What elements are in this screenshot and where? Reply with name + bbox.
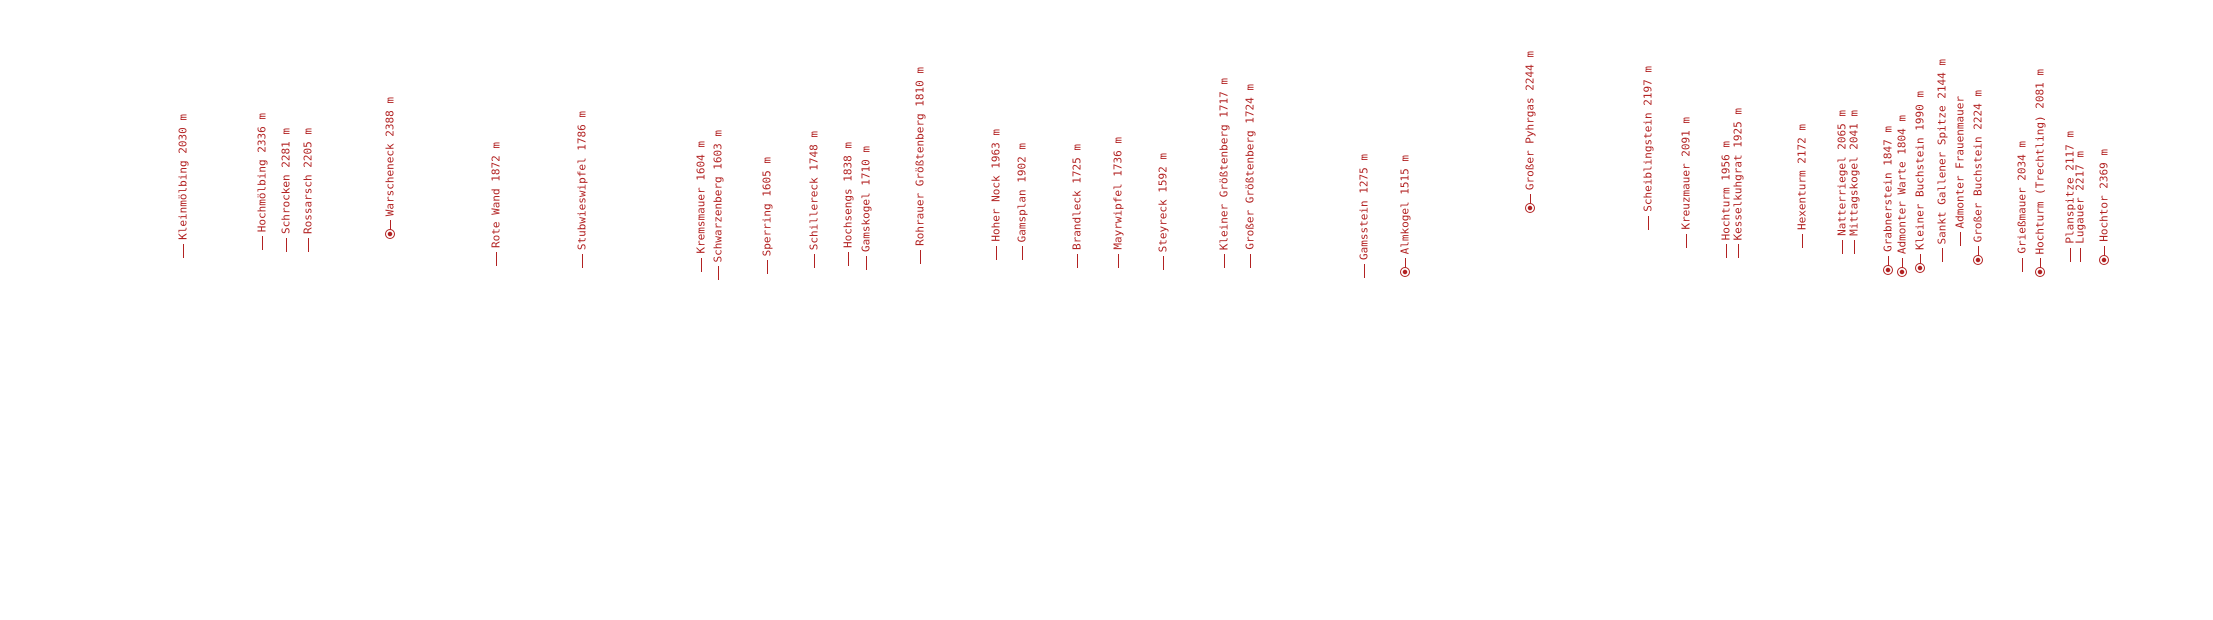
peak-label: Rohrauer Größtenberg 1810 m bbox=[913, 67, 927, 246]
peak-label: Almkogel 1515 m bbox=[1398, 154, 1412, 254]
peak-label: Grießmauer 2034 m bbox=[2015, 141, 2029, 254]
leader-line bbox=[847, 252, 849, 266]
peak-label: Rossarsch 2205 m bbox=[301, 128, 315, 234]
peak-label: Hexenturm 2172 m bbox=[1795, 124, 1809, 230]
peak-label: Kleinmölbing 2030 m bbox=[176, 114, 190, 240]
leader-line bbox=[1901, 258, 1903, 272]
peak-label: Hochturm 1956 m bbox=[1719, 140, 1733, 240]
peak-label: Hoher Nock 1963 m bbox=[989, 129, 1003, 242]
peak-label: Stubwieswipfel 1786 m bbox=[575, 110, 589, 250]
summit-circle-icon bbox=[1883, 265, 1893, 275]
summit-circle-icon bbox=[1525, 203, 1535, 213]
peak-label: Kreuzmauer 2091 m bbox=[1679, 117, 1693, 230]
leader-line bbox=[2103, 246, 2105, 260]
peak-label: Gamsstein 1275 m bbox=[1357, 154, 1371, 260]
leader-line bbox=[1162, 256, 1164, 270]
peak-label: Admonter Warte 1804 m bbox=[1895, 114, 1909, 254]
leader-line bbox=[1021, 246, 1023, 260]
peak-label: Hochturm (Trechtling) 2081 m bbox=[2033, 68, 2047, 254]
peak-label: Gamskogel 1710 m bbox=[859, 146, 873, 252]
summit-circle-icon bbox=[2035, 267, 2045, 277]
leader-line bbox=[1801, 234, 1803, 248]
leader-line bbox=[2079, 248, 2081, 262]
peak-label: Sankt Gallener Spitze 2144 m bbox=[1935, 58, 1949, 244]
peak-label: Kesselkuhgrat 1925 m bbox=[1731, 107, 1745, 240]
peak-label: Natterriegel 2065 m bbox=[1835, 110, 1849, 236]
peak-label: Scheiblingstein 2197 m bbox=[1641, 66, 1655, 212]
leader-line bbox=[307, 238, 309, 252]
peak-label: Kremsmauer 1604 m bbox=[694, 141, 708, 254]
leader-line bbox=[1223, 254, 1225, 268]
summit-circle-icon bbox=[1897, 267, 1907, 277]
leader-line bbox=[813, 254, 815, 268]
summit-circle-icon bbox=[385, 229, 395, 239]
leader-line bbox=[1853, 240, 1855, 254]
leader-line bbox=[1117, 254, 1119, 268]
leader-line bbox=[1977, 246, 1979, 260]
peak-label: Grabnerstein 1847 m bbox=[1881, 126, 1895, 252]
leader-line bbox=[919, 250, 921, 264]
leader-line bbox=[581, 254, 583, 268]
leader-line bbox=[700, 258, 702, 272]
leader-line bbox=[1737, 244, 1739, 258]
peak-label: Großer Pyhrgas 2244 m bbox=[1523, 50, 1537, 190]
peak-label: Rote Wand 1872 m bbox=[489, 142, 503, 248]
leader-line bbox=[285, 238, 287, 252]
peak-label: Großer Buchstein 2224 m bbox=[1971, 89, 1985, 242]
leader-line bbox=[995, 246, 997, 260]
peak-label: Großer Größtenberg 1724 m bbox=[1243, 84, 1257, 250]
leader-line bbox=[865, 256, 867, 270]
summit-circle-icon bbox=[1973, 255, 1983, 265]
summit-circle-icon bbox=[1400, 267, 1410, 277]
summit-circle-icon bbox=[2099, 255, 2109, 265]
leader-line bbox=[766, 260, 768, 274]
leader-line bbox=[495, 252, 497, 266]
leader-line bbox=[2021, 258, 2023, 272]
leader-line bbox=[1887, 256, 1889, 270]
leader-line bbox=[2069, 248, 2071, 262]
leader-line bbox=[1919, 254, 1921, 268]
peak-label: Mayrwipfel 1736 m bbox=[1111, 137, 1125, 250]
peak-label: Admonter Frauenmauer bbox=[1953, 95, 1967, 228]
summit-circle-icon bbox=[1915, 263, 1925, 273]
leader-line bbox=[1647, 216, 1649, 230]
leader-line bbox=[261, 236, 263, 250]
peak-label: Mittagskogel 2041 m bbox=[1847, 110, 1861, 236]
peak-label: Hochmölbing 2336 m bbox=[255, 112, 269, 232]
leader-line bbox=[1685, 234, 1687, 248]
leader-line bbox=[182, 244, 184, 258]
peak-label: Schillereck 1748 m bbox=[807, 130, 821, 250]
leader-line bbox=[1725, 244, 1727, 258]
peak-label: Hochsengs 1838 m bbox=[841, 142, 855, 248]
peak-label: Kleiner Größtenberg 1717 m bbox=[1217, 77, 1231, 250]
peak-label: Schwarzenberg 1603 m bbox=[711, 129, 725, 262]
leader-line bbox=[1529, 194, 1531, 208]
peak-label: Steyreck 1592 m bbox=[1156, 152, 1170, 252]
peak-label: Sperring 1605 m bbox=[760, 156, 774, 256]
peak-label: Lugauer 2217 m bbox=[2073, 151, 2087, 244]
leader-line bbox=[1959, 232, 1961, 246]
peak-label: Brandleck 1725 m bbox=[1070, 144, 1084, 250]
leader-line bbox=[1249, 254, 1251, 268]
peak-label: Kleiner Buchstein 1990 m bbox=[1913, 91, 1927, 250]
peak-label: Gamsplan 1902 m bbox=[1015, 142, 1029, 242]
leader-line bbox=[1841, 240, 1843, 254]
leader-line bbox=[1941, 248, 1943, 262]
leader-line bbox=[1404, 258, 1406, 272]
leader-line bbox=[2039, 258, 2041, 272]
leader-line bbox=[1076, 254, 1078, 268]
leader-line bbox=[1363, 264, 1365, 278]
peak-label: Warscheneck 2388 m bbox=[383, 96, 397, 216]
leader-line bbox=[389, 220, 391, 234]
peak-label: Schrocken 2281 m bbox=[279, 128, 293, 234]
peak-label: Hochtor 2369 m bbox=[2097, 149, 2111, 242]
leader-line bbox=[717, 266, 719, 280]
